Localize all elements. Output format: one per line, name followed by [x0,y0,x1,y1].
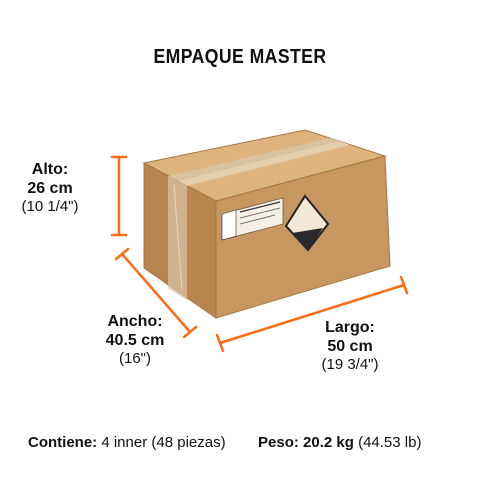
shipping-label-icon [221,197,284,241]
contiene-label: Contiene: [28,434,98,451]
diamond-mark-icon [284,194,330,252]
alto-dimension: Alto: 26 cm (10 1/4") [10,160,90,216]
ancho-metric: 40.5 cm [105,332,165,350]
peso-extra: (44.53 lb) [358,434,422,451]
alto-metric: 26 cm [27,180,73,198]
page-title: EMPAQUE MASTER [153,46,327,68]
largo-dimension-line [215,275,409,353]
peso-label: Peso: [258,434,299,451]
alto-dimension-line [110,155,128,237]
ancho-dimension-line [114,247,198,339]
contiene-value: 4 inner (48 piezas) [101,434,226,451]
alto-imperial: (10 1/4") [21,198,79,216]
ancho-dimension: Ancho: 40.5 cm (16") [90,312,180,368]
cardboard-box-icon [142,129,391,319]
peso-info: Peso: 20.2 kg (44.53 lb) [258,434,421,451]
alto-label: Alto: [31,161,69,178]
largo-imperial: (19 3/4") [321,356,379,374]
largo-label: Largo: [325,319,375,336]
peso-value: 20.2 kg [303,434,354,451]
ancho-imperial: (16") [119,350,151,368]
contiene-info: Contiene: 4 inner (48 piezas) [28,434,226,451]
ancho-label: Ancho: [107,313,163,330]
largo-metric: 50 cm [327,338,373,356]
largo-dimension: Largo: 50 cm (19 3/4") [305,318,395,374]
